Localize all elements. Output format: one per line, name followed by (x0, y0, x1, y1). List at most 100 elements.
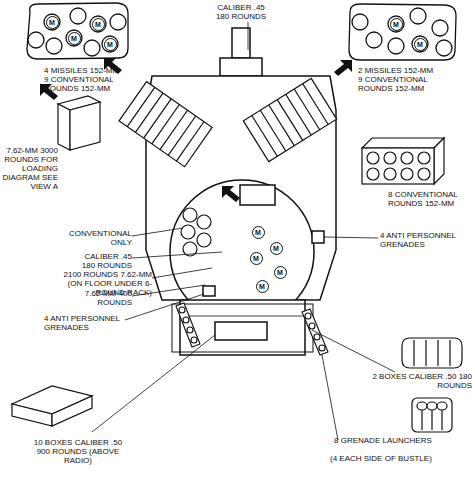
missile-rack-right-part (432, 20, 448, 36)
missile-circle: M (252, 226, 265, 239)
missile-rack-left-part (84, 40, 100, 56)
callout-label: CALIBER .45 180 ROUNDS (212, 3, 270, 21)
missile-rack-left-part (70, 8, 86, 24)
callout-label: CALIBER .45 180 ROUNDS (74, 252, 132, 270)
ready-rack-left-part-part (168, 116, 196, 155)
callout-label: 8 CONVENTIONAL ROUNDS 152-MM (388, 190, 468, 208)
missile-circle: M (414, 38, 427, 51)
conventional-round-box-part (418, 168, 430, 180)
missile-rack-left-part (28, 32, 44, 48)
conventional-round-box-part (362, 138, 444, 148)
cal50-box-bustle-part (402, 338, 462, 368)
ready-rack-right-part (243, 78, 336, 161)
missile-circle: M (104, 38, 117, 51)
missile-mark: M (95, 21, 101, 28)
missile-mark: M (259, 283, 265, 290)
turret-hull-part (312, 231, 324, 243)
cal50-box-bustle (402, 338, 462, 368)
missile-rack-left (27, 3, 128, 59)
ready-rack-right (243, 78, 336, 161)
missile-circle: M (46, 16, 59, 29)
callout-label: 2 MISSILES 152-MM 9 CONVENTIONAL ROUNDS … (358, 66, 437, 93)
ready-rack-right-part-part (277, 100, 302, 141)
conventional-round-box-part (362, 148, 434, 184)
leader-lines-part (125, 294, 204, 320)
missile-rack-right (349, 4, 456, 60)
grenade-tube-pack (412, 398, 452, 432)
missile-circle: M (270, 242, 283, 255)
conventional-round-box-part (401, 168, 413, 180)
conventional-round-box-part (367, 152, 379, 164)
cal50-box-radio (12, 386, 92, 426)
missile-mark: M (273, 245, 279, 252)
turret-hull (146, 28, 336, 355)
grenade-tube-pack-part (421, 410, 422, 430)
ready-rack-right-part-part (294, 89, 319, 130)
missile-rack-right-part (412, 36, 428, 52)
ready-rack-left-part-part (176, 122, 204, 161)
callout-label: 4 ANTI PERSONNEL GRENADES (44, 314, 134, 332)
missile-rack-left-part (102, 36, 118, 52)
missile-circle: M (274, 266, 287, 279)
conventional-rounds-part (181, 225, 195, 239)
cal50-box-bustle-part (425, 340, 426, 366)
missile-rack-right-part (436, 40, 452, 56)
cal50-box-bustle-part (413, 340, 414, 366)
grenade-launchers-part (319, 345, 325, 351)
missile-rack-left-part (110, 14, 126, 30)
ready-rack-left-part-part (144, 99, 172, 138)
missile-rack-right-part (410, 8, 426, 24)
missile-mark: M (71, 35, 77, 42)
turret-hull-part (180, 300, 305, 355)
missile-circle: M (250, 252, 263, 265)
pointer-arrows-part (334, 60, 352, 76)
grenade-launchers-part (191, 337, 197, 343)
ready-rack-left-part-part (119, 82, 212, 167)
leader-lines-part (92, 335, 215, 432)
ready-rack-right-part-part (269, 105, 294, 146)
ammo-box-762-part (58, 104, 70, 150)
missile-mark: M (255, 229, 261, 236)
leader-lines-part (248, 22, 249, 50)
leader-lines-part (132, 252, 222, 258)
missile-rack-left-part (44, 14, 60, 30)
missile-mark: M (417, 41, 423, 48)
missile-mark: M (49, 19, 55, 26)
leader-lines-part (152, 268, 212, 278)
missile-circle: M (256, 280, 269, 293)
grenade-launchers-part (302, 309, 328, 355)
grenade-launchers-part (305, 313, 311, 319)
missile-mark: M (253, 255, 259, 262)
callout-label: 7.62-MM 400 ROUNDS (78, 289, 132, 307)
missile-rack-right-part (349, 4, 456, 60)
cal50-box-radio-part (52, 396, 92, 426)
cal50-box-bustle-part (449, 340, 450, 366)
conventional-round-box-part (367, 168, 379, 180)
pointer-arrows-part (222, 186, 240, 202)
missile-mark: M (277, 269, 283, 276)
missile-rack-left-part (46, 38, 62, 54)
conventional-round-box-part (384, 168, 396, 180)
ready-rack-left-part-part (160, 110, 188, 149)
missile-rack-left-part (90, 16, 106, 32)
ready-rack-left (119, 82, 212, 167)
turret-hull-part (172, 304, 313, 352)
turret-hull-part (240, 185, 275, 205)
ready-rack-right-part-part (243, 78, 336, 161)
callout-label: (4 EACH SIDE OF BUSTLE) (330, 454, 460, 463)
grenade-launchers-part (176, 303, 200, 347)
grenade-launchers-part (309, 323, 315, 329)
missile-mark: M (393, 21, 399, 28)
grenade-launchers-part (187, 327, 193, 333)
ready-rack-right-part-part (260, 110, 285, 151)
ready-rack-right-part-part (303, 84, 328, 125)
callout-label: CONVENTIONAL ONLY (60, 229, 132, 247)
missile-rack-left-part (66, 30, 82, 46)
turret-hull-part (215, 322, 267, 340)
leader-lines-part (132, 228, 183, 236)
turret-hull-part (180, 316, 305, 317)
conventional-rounds-part (197, 215, 211, 229)
grenade-launchers-part (183, 317, 189, 323)
leader-lines-part (312, 330, 395, 372)
